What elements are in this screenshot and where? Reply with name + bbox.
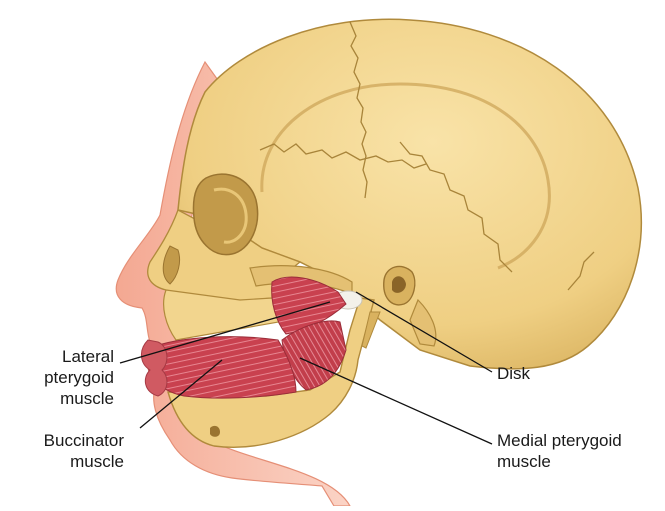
disk-label: Disk: [497, 363, 530, 384]
medial-pterygoid-label: Medial pterygoid muscle: [497, 430, 622, 472]
label-line: muscle: [497, 451, 622, 472]
lateral-pterygoid-label: Lateral pterygoid muscle: [20, 346, 114, 409]
label-line: pterygoid: [20, 367, 114, 388]
lips: [141, 340, 167, 396]
label-line: muscle: [20, 388, 114, 409]
buccinator-label: Buccinator muscle: [4, 430, 124, 472]
buccinator-muscle: [148, 337, 296, 398]
label-line: Buccinator: [4, 430, 124, 451]
label-line: Lateral: [20, 346, 114, 367]
label-line: muscle: [4, 451, 124, 472]
label-line: Medial pterygoid: [497, 430, 622, 451]
